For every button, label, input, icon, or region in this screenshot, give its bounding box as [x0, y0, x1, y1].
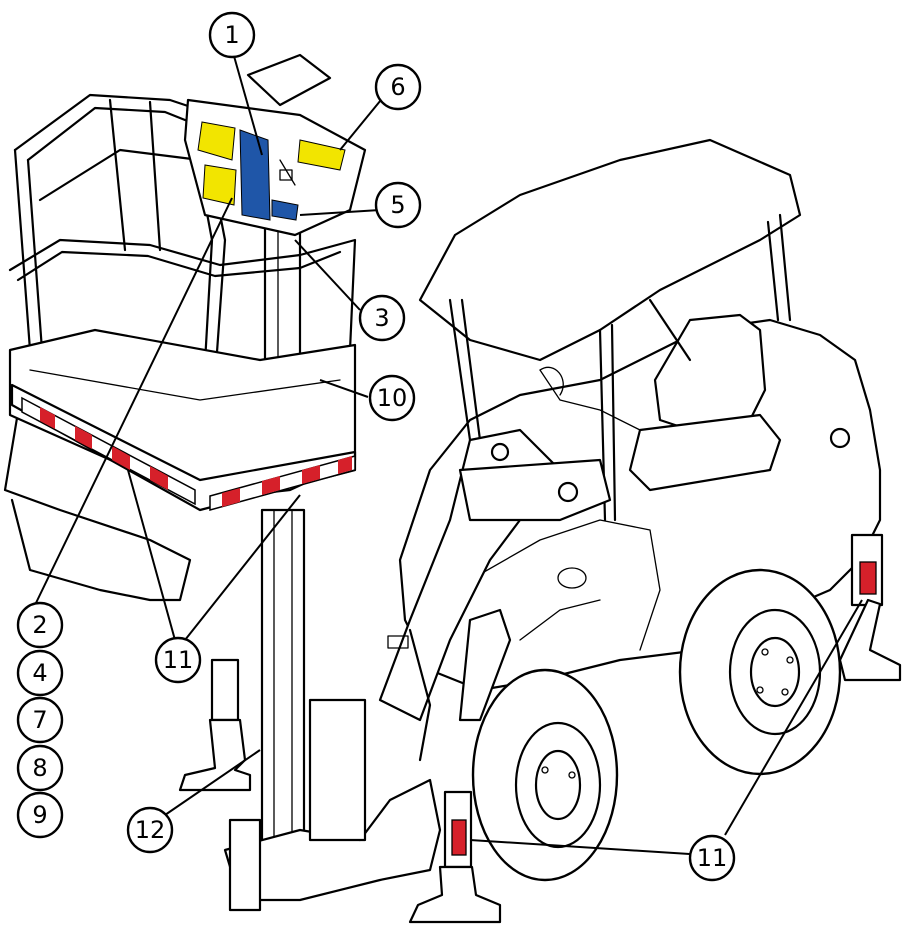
callout-11-platform: 11	[154, 636, 202, 684]
svg-text:10: 10	[377, 384, 408, 412]
svg-text:2: 2	[32, 611, 47, 639]
svg-text:3: 3	[374, 304, 389, 332]
callout-7: 7	[16, 696, 64, 744]
svg-text:4: 4	[32, 659, 47, 687]
svg-text:11: 11	[163, 646, 194, 674]
callout-12: 12	[126, 806, 174, 854]
svg-text:6: 6	[390, 73, 405, 101]
lift-mast	[223, 123, 442, 912]
svg-text:12: 12	[135, 816, 166, 844]
svg-text:11: 11	[697, 844, 728, 872]
svg-text:5: 5	[390, 191, 405, 219]
callout-4: 4	[16, 649, 64, 697]
svg-text:8: 8	[32, 754, 47, 782]
callout-6: 6	[374, 63, 422, 111]
callout-1: 1	[208, 11, 256, 59]
callout-3: 3	[358, 294, 406, 342]
svg-text:1: 1	[224, 21, 239, 49]
compact-loader	[378, 138, 902, 882]
svg-text:9: 9	[32, 801, 47, 829]
callout-5: 5	[374, 181, 422, 229]
callout-2: 2	[16, 601, 64, 649]
svg-text:7: 7	[32, 706, 47, 734]
left-outrigger	[178, 658, 252, 792]
work-platform	[3, 53, 367, 602]
callout-10: 10	[368, 374, 416, 422]
callout-8: 8	[16, 744, 64, 792]
callout-9: 9	[16, 791, 64, 839]
decal-group	[197, 121, 346, 221]
reflector-stripe-side	[209, 455, 356, 511]
front-outrigger	[408, 790, 502, 924]
callout-11-outrigger: 11	[688, 834, 736, 882]
leader-lines	[34, 48, 863, 856]
